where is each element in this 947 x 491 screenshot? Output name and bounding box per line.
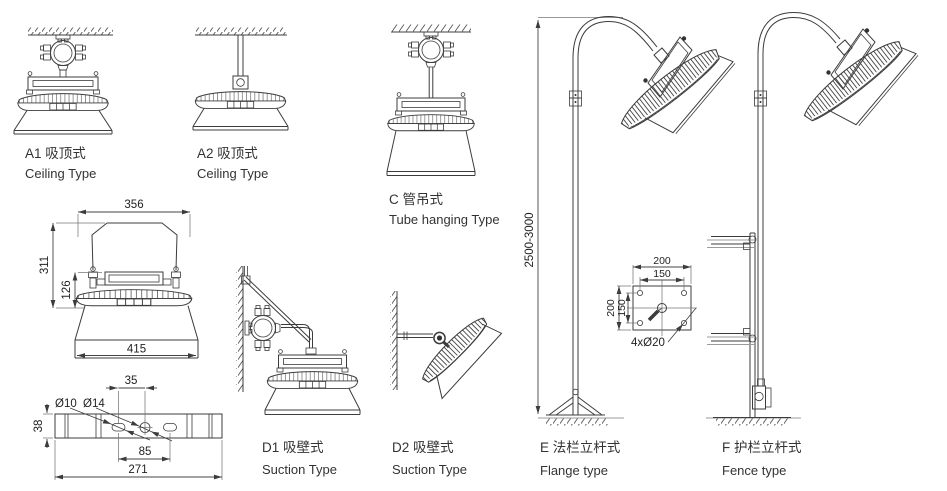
- label-c-code: C 管吊式: [389, 192, 443, 207]
- dim-plate-height: 38: [33, 420, 45, 433]
- dim-plate-length: 271: [128, 464, 147, 476]
- label-d2-type: Suction Type: [392, 462, 467, 477]
- figure-front-view: 356 311 126 415: [39, 199, 199, 359]
- dim-plate-hole-dia: Ø14: [83, 398, 105, 410]
- label-d1-type: Suction Type: [262, 462, 337, 477]
- label-e-type: Flange type: [540, 463, 608, 478]
- label-a1-type: Ceiling Type: [25, 166, 96, 181]
- figure-bracket-plate: 35 Ø10 Ø14 38 85 271: [33, 375, 223, 480]
- label-d1-code: D1 吸壁式: [262, 440, 324, 455]
- label-c-type: Tube hanging Type: [389, 212, 500, 227]
- figure-f: F 护栏立杆式 Fence type: [706, 11, 931, 478]
- figure-d2: D2 吸壁式 Suction Type: [390, 291, 506, 477]
- label-f-type: Fence type: [722, 463, 786, 478]
- dim-front-overall-height: 311: [39, 256, 51, 274]
- label-a1-code: A1 吸顶式: [25, 146, 86, 161]
- figure-a2: A2 吸顶式 Ceiling Type: [192, 27, 289, 181]
- label-e-code: E 法栏立杆式: [540, 440, 621, 455]
- dim-plate-slot-spacing: 85: [139, 446, 152, 458]
- dim-plate-slot-dia: Ø10: [55, 398, 77, 410]
- dim-plate-slot-offset: 35: [125, 375, 138, 387]
- dim-flange-bolt-note: 4xØ20: [631, 337, 665, 349]
- dim-pole-height: 2500-3000: [524, 213, 536, 268]
- dim-flange-width: 200: [653, 255, 671, 267]
- figure-c: C 管吊式 Tube hanging Type: [386, 24, 500, 227]
- label-a2-type: Ceiling Type: [197, 166, 268, 181]
- dim-front-bottom-width: 415: [127, 344, 146, 356]
- dim-front-top-width: 356: [124, 199, 143, 211]
- label-d2-code: D2 吸壁式: [392, 440, 454, 455]
- label-f-code: F 护栏立杆式: [722, 440, 802, 455]
- dim-front-body-height: 126: [61, 280, 73, 299]
- dim-flange-bolt-span-v: 150: [616, 299, 628, 317]
- figure-flange-detail: 200 150 200 150 4xØ20: [605, 255, 697, 349]
- figure-d1: D1 吸壁式 Suction Type: [236, 266, 361, 477]
- dim-flange-bolt-span-h: 150: [653, 268, 671, 280]
- dim-flange-height: 200: [605, 299, 617, 317]
- figure-a1: A1 吸顶式 Ceiling Type: [13, 27, 113, 181]
- label-a2-code: A2 吸顶式: [197, 146, 258, 161]
- figure-e: 2500-3000 E 法栏立杆式 Flange type: [524, 15, 748, 478]
